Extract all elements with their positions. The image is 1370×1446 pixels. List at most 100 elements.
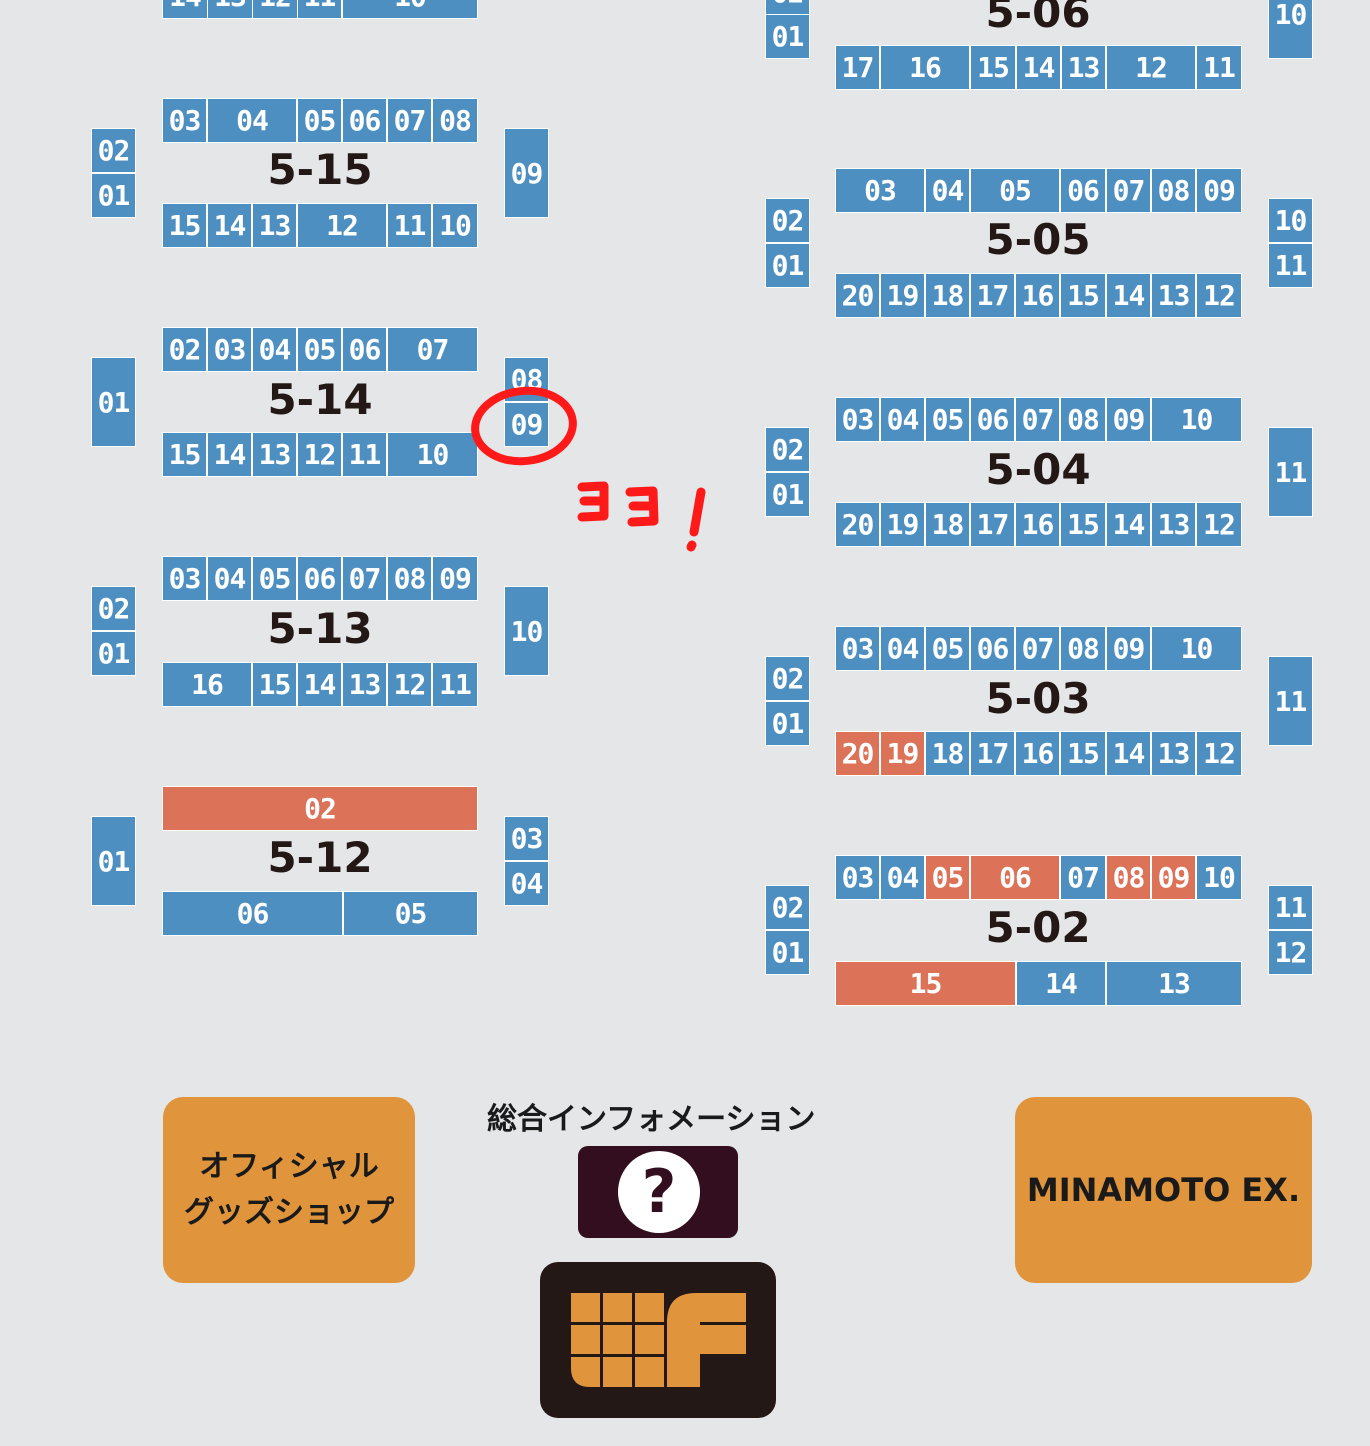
booth-5-03-13[interactable]: 13 <box>1151 731 1196 776</box>
booth-5-15-10[interactable]: 10 <box>432 203 478 248</box>
booth-5-16-partial-12[interactable]: 12 <box>252 0 298 19</box>
booth-5-02-09[interactable]: 09 <box>1151 855 1196 900</box>
booth-5-03-09[interactable]: 09 <box>1106 626 1151 671</box>
booth-5-15-15[interactable]: 15 <box>162 203 207 248</box>
booth-5-15-02[interactable]: 02 <box>91 128 136 173</box>
booth-5-06-12[interactable]: 12 <box>1106 45 1196 90</box>
booth-5-06-02[interactable]: 02 <box>765 0 810 15</box>
booth-5-12-05[interactable]: 05 <box>343 891 478 936</box>
booth-5-02-13[interactable]: 13 <box>1106 961 1242 1006</box>
booth-5-13-03[interactable]: 03 <box>162 556 207 601</box>
booth-5-05-11[interactable]: 11 <box>1268 243 1313 288</box>
booth-5-05-06[interactable]: 06 <box>1060 168 1106 213</box>
booth-5-15-11[interactable]: 11 <box>387 203 432 248</box>
booth-5-02-15[interactable]: 15 <box>835 961 1016 1006</box>
booth-5-13-06[interactable]: 06 <box>297 556 342 601</box>
booth-5-04-05[interactable]: 05 <box>925 397 970 442</box>
booth-5-03-10[interactable]: 10 <box>1151 626 1242 671</box>
minamoto-ex[interactable]: MINAMOTO EX. <box>1015 1097 1312 1283</box>
booth-5-15-03[interactable]: 03 <box>162 98 207 143</box>
booth-5-02-06[interactable]: 06 <box>970 855 1060 900</box>
booth-5-12-01[interactable]: 01 <box>91 816 136 906</box>
booth-5-04-08[interactable]: 08 <box>1060 397 1106 442</box>
booth-5-14-11[interactable]: 11 <box>342 432 387 477</box>
booth-5-13-16[interactable]: 16 <box>162 662 252 707</box>
booth-5-03-16[interactable]: 16 <box>1015 731 1060 776</box>
booth-5-02-04[interactable]: 04 <box>880 855 925 900</box>
booth-5-06-01[interactable]: 01 <box>765 14 810 59</box>
booth-5-06-10[interactable]: 10 <box>1268 0 1313 59</box>
booth-5-04-20[interactable]: 20 <box>835 502 880 547</box>
booth-5-02-08[interactable]: 08 <box>1106 855 1151 900</box>
booth-5-15-09[interactable]: 09 <box>504 128 549 218</box>
booth-5-06-13[interactable]: 13 <box>1061 45 1106 90</box>
booth-5-13-05[interactable]: 05 <box>252 556 297 601</box>
booth-5-05-09[interactable]: 09 <box>1196 168 1242 213</box>
booth-5-03-05[interactable]: 05 <box>925 626 970 671</box>
booth-5-03-06[interactable]: 06 <box>970 626 1015 671</box>
booth-5-02-05[interactable]: 05 <box>925 855 970 900</box>
booth-5-16-partial-10[interactable]: 10 <box>342 0 478 19</box>
booth-5-13-08[interactable]: 08 <box>387 556 432 601</box>
booth-5-15-06[interactable]: 06 <box>342 98 387 143</box>
booth-5-02-14[interactable]: 14 <box>1016 961 1106 1006</box>
booth-5-15-13[interactable]: 13 <box>252 203 297 248</box>
booth-5-06-11[interactable]: 11 <box>1196 45 1242 90</box>
booth-5-02-02[interactable]: 02 <box>765 885 810 930</box>
booth-5-14-13[interactable]: 13 <box>252 432 297 477</box>
booth-5-04-13[interactable]: 13 <box>1151 502 1196 547</box>
booth-5-06-17[interactable]: 17 <box>835 45 880 90</box>
booth-5-14-07[interactable]: 07 <box>387 327 478 372</box>
booth-5-14-09[interactable]: 09 <box>504 402 549 447</box>
booth-5-13-09[interactable]: 09 <box>432 556 478 601</box>
booth-5-05-18[interactable]: 18 <box>925 273 970 318</box>
booth-5-05-05[interactable]: 05 <box>970 168 1060 213</box>
booth-5-03-18[interactable]: 18 <box>925 731 970 776</box>
booth-5-04-18[interactable]: 18 <box>925 502 970 547</box>
booth-5-03-12[interactable]: 12 <box>1196 731 1242 776</box>
booth-5-13-14[interactable]: 14 <box>297 662 342 707</box>
booth-5-05-20[interactable]: 20 <box>835 273 880 318</box>
booth-5-14-12[interactable]: 12 <box>297 432 342 477</box>
booth-5-12-04[interactable]: 04 <box>504 861 549 906</box>
booth-5-04-03[interactable]: 03 <box>835 397 880 442</box>
booth-5-05-16[interactable]: 16 <box>1015 273 1060 318</box>
booth-5-15-04[interactable]: 04 <box>207 98 297 143</box>
booth-5-05-04[interactable]: 04 <box>925 168 970 213</box>
booth-5-03-04[interactable]: 04 <box>880 626 925 671</box>
booth-5-02-01[interactable]: 01 <box>765 930 810 975</box>
booth-5-04-15[interactable]: 15 <box>1060 502 1106 547</box>
booth-5-13-12[interactable]: 12 <box>387 662 432 707</box>
booth-5-13-13[interactable]: 13 <box>342 662 387 707</box>
booth-5-03-14[interactable]: 14 <box>1106 731 1151 776</box>
booth-5-15-12[interactable]: 12 <box>297 203 387 248</box>
booth-5-05-07[interactable]: 07 <box>1106 168 1151 213</box>
booth-5-14-01[interactable]: 01 <box>91 357 136 447</box>
booth-5-14-08[interactable]: 08 <box>504 357 549 402</box>
booth-5-14-05[interactable]: 05 <box>297 327 342 372</box>
booth-5-02-07[interactable]: 07 <box>1060 855 1106 900</box>
booth-5-13-10[interactable]: 10 <box>504 586 549 676</box>
booth-5-03-07[interactable]: 07 <box>1015 626 1060 671</box>
booth-5-14-03[interactable]: 03 <box>207 327 252 372</box>
booth-5-13-04[interactable]: 04 <box>207 556 252 601</box>
booth-5-03-20[interactable]: 20 <box>835 731 880 776</box>
booth-5-05-17[interactable]: 17 <box>970 273 1015 318</box>
booth-5-15-08[interactable]: 08 <box>432 98 478 143</box>
booth-5-05-14[interactable]: 14 <box>1106 273 1151 318</box>
booth-5-04-14[interactable]: 14 <box>1106 502 1151 547</box>
booth-5-04-12[interactable]: 12 <box>1196 502 1242 547</box>
booth-5-05-12[interactable]: 12 <box>1196 273 1242 318</box>
booth-5-06-16[interactable]: 16 <box>880 45 970 90</box>
info-desk-icon[interactable]: ? <box>578 1146 738 1238</box>
booth-5-05-19[interactable]: 19 <box>880 273 925 318</box>
booth-5-15-05[interactable]: 05 <box>297 98 342 143</box>
booth-5-03-11[interactable]: 11 <box>1268 656 1313 746</box>
booth-5-16-partial-14[interactable]: 14 <box>162 0 208 19</box>
booth-5-13-07[interactable]: 07 <box>342 556 387 601</box>
booth-5-04-10[interactable]: 10 <box>1151 397 1242 442</box>
booth-5-04-06[interactable]: 06 <box>970 397 1015 442</box>
booth-5-15-01[interactable]: 01 <box>91 173 136 218</box>
booth-5-04-16[interactable]: 16 <box>1015 502 1060 547</box>
booth-5-12-03[interactable]: 03 <box>504 816 549 861</box>
